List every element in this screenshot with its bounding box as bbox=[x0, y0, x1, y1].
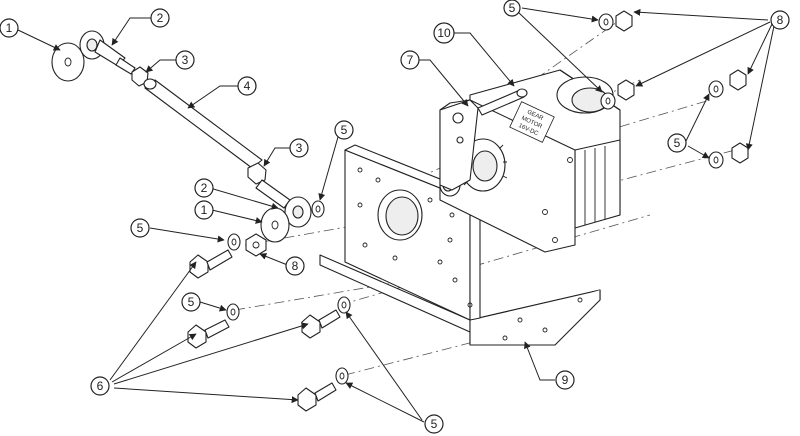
svg-text:5: 5 bbox=[509, 1, 516, 15]
balloon-4: 4 bbox=[237, 76, 257, 96]
svg-text:8: 8 bbox=[777, 13, 784, 27]
svg-text:5: 5 bbox=[137, 221, 144, 235]
svg-text:6: 6 bbox=[97, 379, 104, 393]
balloon-5-right: 5 bbox=[667, 133, 687, 153]
svg-text:3: 3 bbox=[182, 53, 189, 67]
balloon-7: 7 bbox=[400, 50, 420, 70]
balloon-8-left: 8 bbox=[285, 256, 305, 276]
svg-text:4: 4 bbox=[244, 79, 251, 93]
svg-text:3: 3 bbox=[296, 141, 303, 155]
balloon-1-top: 1 bbox=[0, 18, 19, 38]
balloon-3-lower: 3 bbox=[289, 138, 309, 158]
svg-text:5: 5 bbox=[431, 417, 438, 431]
svg-text:10: 10 bbox=[437, 26, 451, 40]
balloon-2-top: 2 bbox=[150, 8, 170, 28]
balloon-5-washer: 5 bbox=[181, 292, 201, 312]
balloon-8-right: 8 bbox=[770, 10, 790, 30]
balloon-1-lower: 1 bbox=[194, 200, 214, 220]
bolts bbox=[187, 233, 351, 412]
svg-text:9: 9 bbox=[562, 373, 569, 387]
svg-text:1: 1 bbox=[6, 21, 13, 35]
svg-text:5: 5 bbox=[188, 295, 195, 309]
balloon-5-rod: 5 bbox=[334, 120, 354, 140]
mounting-bracket bbox=[319, 144, 601, 346]
svg-text:2: 2 bbox=[201, 181, 208, 195]
balloon-2-lower: 2 bbox=[194, 178, 214, 198]
balloon-5-bottom: 5 bbox=[424, 414, 444, 434]
svg-text:8: 8 bbox=[292, 259, 299, 273]
balloon-9: 9 bbox=[555, 370, 575, 390]
svg-text:1: 1 bbox=[201, 203, 208, 217]
svg-text:7: 7 bbox=[407, 53, 414, 67]
balloon-3-top: 3 bbox=[175, 50, 195, 70]
balloon-10: 10 bbox=[433, 22, 455, 44]
svg-text:2: 2 bbox=[157, 11, 164, 25]
balloon-6: 6 bbox=[90, 376, 110, 396]
svg-text:5: 5 bbox=[674, 136, 681, 150]
gear-motor: GEAR MOTOR 16V-DC bbox=[439, 69, 621, 253]
svg-text:5: 5 bbox=[341, 123, 348, 137]
linkage-rod bbox=[51, 30, 325, 257]
balloon-5-top-right: 5 bbox=[503, 0, 521, 17]
right-hardware bbox=[598, 10, 749, 169]
balloon-5-left: 5 bbox=[130, 218, 150, 238]
